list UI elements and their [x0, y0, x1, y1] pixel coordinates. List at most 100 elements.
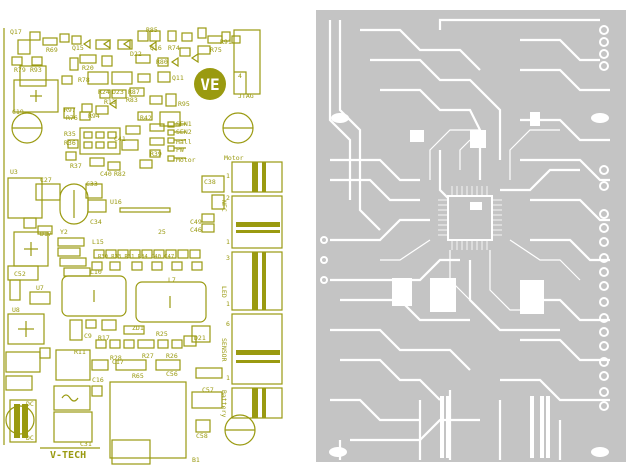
label-r75: R75 — [210, 46, 222, 54]
label-u8: U8 — [12, 306, 20, 314]
label-r11: R11 — [74, 348, 86, 356]
pin-2: 2 — [226, 194, 230, 202]
mounting-holes-silk — [5, 112, 256, 446]
label-r69: R69 — [46, 46, 58, 54]
label-r42: R42 — [140, 114, 152, 122]
label-r65: R65 — [132, 372, 144, 380]
label-c58: C58 — [196, 432, 208, 440]
pin-1-motor: 1 — [226, 172, 230, 180]
label-y2: Y2 — [60, 228, 68, 236]
label-r79: R79 — [14, 66, 26, 74]
label-r80: R80 — [156, 58, 168, 66]
jtag-header — [233, 29, 261, 95]
label-r95: R95 — [178, 100, 190, 108]
label-q15: Q15 — [72, 44, 84, 52]
label-q11: Q11 — [172, 74, 184, 82]
label-c16: C16 — [92, 376, 104, 384]
fine-traces — [380, 129, 581, 311]
label-r76: R76 — [66, 114, 78, 122]
top-parts-row — [11, 27, 241, 127]
label-q16: Q16 — [150, 44, 162, 52]
label-l7: L7 — [168, 276, 176, 284]
label-jtag: JTAG — [238, 92, 254, 100]
label-d21: D21 — [194, 334, 206, 342]
label-r28: R28 — [110, 354, 122, 362]
label-c9: C9 — [84, 332, 92, 340]
label-r20: R20 — [82, 64, 94, 72]
u-bottom — [53, 411, 93, 443]
label-r91: R91 — [220, 38, 232, 46]
l10-outline — [61, 275, 127, 317]
label-c57: C57 — [202, 386, 214, 394]
label-r26: R26 — [166, 352, 178, 360]
label-u7: U7 — [36, 284, 44, 292]
pin-6: 6 — [226, 320, 230, 328]
right-connectors — [231, 161, 283, 419]
label-hall: Hall — [176, 138, 192, 146]
label-r97: R97 — [64, 106, 76, 114]
l7-outline — [135, 281, 207, 323]
label-dc-bottom: DC — [26, 434, 34, 442]
board-title: V-TECH — [50, 450, 86, 461]
diode-symbols — [82, 38, 199, 110]
c19-outline — [13, 79, 59, 113]
label-c46: C46 — [190, 226, 202, 234]
label-r82: R82 — [114, 170, 126, 178]
label-zd1: ZD1 — [132, 324, 144, 332]
label-r27: R27 — [142, 352, 154, 360]
label-c19: C19 — [12, 108, 24, 116]
label-c33: C33 — [86, 180, 98, 188]
label-r85: R85 — [146, 26, 158, 34]
r30-row — [91, 249, 203, 271]
label-nfc: NFC — [220, 200, 228, 212]
u3-region — [7, 177, 107, 235]
sensor-connector — [231, 313, 283, 385]
pin-1-led: 1 — [226, 300, 230, 308]
label-r36: R36 — [64, 139, 76, 147]
bridge-outline — [53, 385, 91, 411]
label-motor: Motor — [224, 154, 244, 162]
label-d17: D17 — [40, 230, 52, 238]
right-parts — [119, 175, 225, 233]
label-sen1: SEN1 — [176, 120, 192, 128]
label-led: LED — [220, 286, 228, 298]
label-r24: R24 — [98, 88, 110, 96]
label-sen2: SEN2 — [176, 128, 192, 136]
label-c34: C34 — [90, 218, 102, 226]
label-pw: PW — [176, 146, 184, 154]
label-u16: U16 — [110, 198, 122, 206]
label-r83: R83 — [126, 96, 138, 104]
label-l10: L10 — [90, 268, 102, 276]
u8-outline — [7, 313, 45, 345]
copper-layer — [316, 10, 626, 462]
edge-pads — [320, 25, 609, 411]
label-c52: C52 — [14, 270, 26, 278]
label-r78: R78 — [78, 76, 90, 84]
label-u3: U3 — [10, 168, 18, 176]
label-b1: B1 — [192, 456, 200, 464]
pin-1-sensor: 1 — [226, 374, 230, 382]
label-r30-row: R30 R33 R31 R34 C40 C47 — [98, 254, 174, 260]
nfc-connector — [231, 195, 283, 249]
label-r94: R94 — [88, 112, 100, 120]
silkscreen-layer: VE — [3, 27, 283, 465]
label-r39: R39 — [150, 150, 162, 158]
label-c17: C17 — [112, 358, 124, 366]
bottom-pin-rows — [440, 396, 550, 458]
label-r13: R13 — [104, 98, 116, 106]
silkscreen-labels: Q17 R69 Q15 R85 Q16 R74 R75 R91 R79 R93 … — [10, 26, 254, 464]
label-c38: C38 — [204, 178, 216, 186]
label-d23: D23 — [112, 88, 124, 96]
label-c31: C31 — [80, 440, 92, 448]
pin-4-jtag: 4 — [238, 72, 242, 80]
dc-jack — [9, 399, 37, 443]
mcu-pins — [438, 186, 502, 250]
pin-1-nfc: 1 — [226, 238, 230, 246]
ve-logo: VE — [194, 68, 226, 100]
label-r37: R37 — [70, 162, 82, 170]
logo-text: VE — [200, 75, 219, 94]
copper-holes — [329, 112, 609, 457]
label-dc-top: DC — [26, 400, 34, 408]
